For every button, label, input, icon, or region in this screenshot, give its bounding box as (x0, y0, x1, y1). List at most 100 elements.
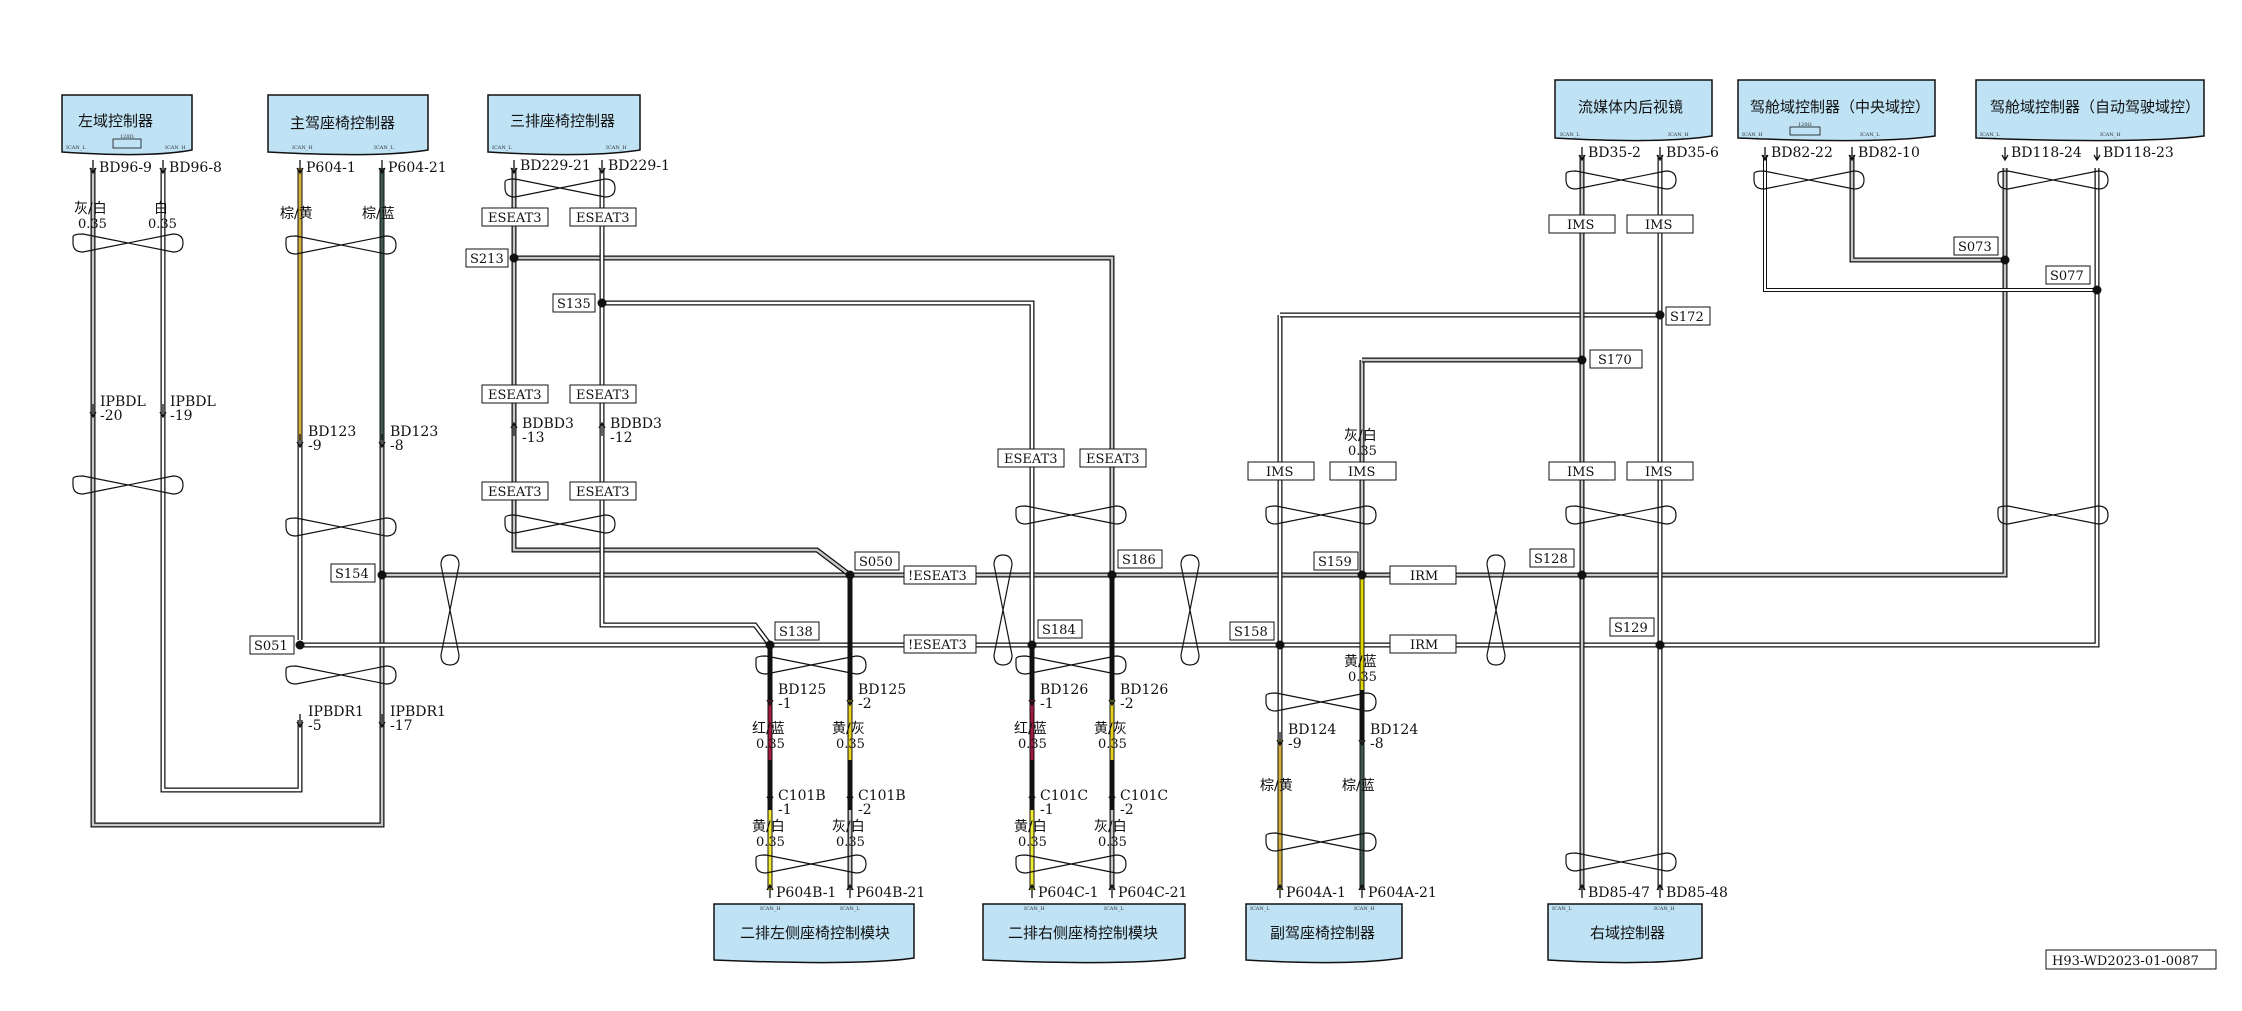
svg-text:0.35: 0.35 (1098, 835, 1127, 850)
svg-text:-8: -8 (1370, 736, 1384, 752)
svg-text:BD96-9: BD96-9 (99, 160, 152, 176)
svg-text:BD85-47: BD85-47 (1588, 885, 1650, 901)
ecu-third-row-seat: 三排座椅控制器 ICAN_L ICAN_H (487, 94, 641, 156)
svg-text:0.35: 0.35 (1348, 670, 1377, 685)
wire-labels: 灰/白 0.35 白 0.35 棕/黄 棕/蓝 红/蓝 0.35 黄/灰 0.3… (74, 201, 1377, 850)
svg-text:棕/蓝: 棕/蓝 (1342, 778, 1375, 794)
svg-text:IRM: IRM (1410, 569, 1438, 584)
svg-text:120Ω: 120Ω (120, 134, 134, 140)
svg-text:ESEAT3: ESEAT3 (1004, 452, 1058, 467)
svg-text:0.35: 0.35 (836, 737, 865, 752)
svg-text:IMS: IMS (1567, 218, 1594, 233)
svg-text:-12: -12 (610, 430, 633, 446)
ecu-row2-left-seat: 二排左侧座椅控制模块 ICAN_H ICAN_L (713, 903, 915, 964)
svg-text:BD82-22: BD82-22 (1771, 145, 1833, 161)
svg-text:IPBDR1: IPBDR1 (390, 704, 446, 720)
svg-text:0.35: 0.35 (836, 835, 865, 850)
svg-text:-20: -20 (100, 408, 123, 424)
svg-text:0.35: 0.35 (78, 217, 107, 232)
svg-text:-19: -19 (170, 408, 193, 424)
svg-text:ICAN_H: ICAN_H (2100, 132, 2121, 138)
svg-text:S129: S129 (1614, 621, 1648, 636)
ecu-label: 主驾座椅控制器 (290, 114, 395, 132)
svg-text:ICAN_H: ICAN_H (1654, 906, 1675, 912)
svg-text:S051: S051 (254, 639, 288, 654)
svg-text:ESEAT3: ESEAT3 (488, 485, 542, 500)
svg-text:黄/灰: 黄/灰 (832, 720, 865, 737)
svg-text:C101B: C101B (778, 788, 826, 804)
svg-text:0.35: 0.35 (756, 835, 785, 850)
twist-vertical-a (440, 554, 460, 666)
svg-text:BD124: BD124 (1288, 722, 1336, 738)
ecu-pins: BD96-9 BD96-8 P604-1 P604-21 BD229-21 BD… (89, 145, 2174, 901)
svg-text:0.35: 0.35 (1018, 737, 1047, 752)
ecu-label: 三排座椅控制器 (510, 112, 615, 130)
ecu-driver-seat: 主驾座椅控制器 ICAN_H ICAN_L (267, 94, 429, 156)
inline-connectors: IPBDL-20 IPBDL-19 BD123-9 BD123-8 BDBD3-… (89, 394, 1418, 818)
svg-text:黄/白: 黄/白 (1014, 818, 1047, 835)
svg-text:C101C: C101C (1120, 788, 1168, 804)
svg-text:IPBDL: IPBDL (100, 394, 146, 410)
svg-text:-1: -1 (1040, 802, 1054, 818)
twist-adas-lower (1997, 505, 2109, 525)
svg-text:IMS: IMS (1266, 465, 1293, 480)
svg-text:IPBDR1: IPBDR1 (308, 704, 364, 720)
ecu-label: 右域控制器 (1590, 924, 1665, 942)
svg-text:ESEAT3: ESEAT3 (488, 211, 542, 226)
svg-text:IMS: IMS (1348, 465, 1375, 480)
terminator-resistor-icon (1789, 126, 1821, 136)
ecu-cockpit-adas: 驾舱域控制器（自动驾驶域控） ICAN_L ICAN_H (1975, 79, 2205, 142)
ecu-label: 二排右侧座椅控制模块 (1008, 924, 1158, 942)
twist-third-row-lower (504, 514, 616, 534)
ecu-label: 二排左侧座椅控制模块 (740, 924, 890, 942)
splices: S213 S135 S154 S051 S050 S138 S186 S184 … (249, 236, 2102, 655)
terminator-resistor-icon (112, 138, 142, 149)
svg-text:-1: -1 (1040, 696, 1054, 712)
svg-text:-8: -8 (390, 438, 404, 454)
option-tags: ESEAT3 ESEAT3 ESEAT3 ESEAT3 ESEAT3 ESEAT… (481, 207, 1694, 654)
svg-text:ESEAT3: ESEAT3 (488, 388, 542, 403)
svg-text:BD35-2: BD35-2 (1588, 145, 1641, 161)
svg-text:BD126: BD126 (1040, 682, 1088, 698)
svg-text:ICAN_L: ICAN_L (1104, 906, 1124, 912)
twist-vertical-b (993, 554, 1013, 666)
ecu-label: 驾舱域控制器（中央域控） (1750, 98, 1930, 116)
svg-text:-13: -13 (522, 430, 545, 446)
svg-text:ICAN_L: ICAN_L (1552, 906, 1572, 912)
svg-text:BD126: BD126 (1120, 682, 1168, 698)
svg-text:BD35-6: BD35-6 (1666, 145, 1719, 161)
svg-text:-1: -1 (778, 696, 792, 712)
svg-text:BD124: BD124 (1370, 722, 1418, 738)
svg-text:ICAN_H: ICAN_H (165, 145, 186, 151)
ecu-right-domain: 右域控制器 ICAN_L ICAN_H (1547, 903, 1703, 964)
wire-bundle (90, 155, 2100, 890)
svg-text:0.35: 0.35 (148, 217, 177, 232)
svg-text:-2: -2 (1120, 802, 1134, 818)
svg-text:-2: -2 (858, 696, 872, 712)
svg-text:BD118-23: BD118-23 (2103, 145, 2174, 161)
svg-text:BD82-10: BD82-10 (1858, 145, 1920, 161)
svg-text:P604B-21: P604B-21 (856, 885, 925, 901)
svg-text:P604-1: P604-1 (306, 160, 356, 176)
svg-text:ESEAT3: ESEAT3 (576, 388, 630, 403)
svg-text:-2: -2 (858, 802, 872, 818)
svg-text:BD85-48: BD85-48 (1666, 885, 1728, 901)
svg-text:P604A-1: P604A-1 (1286, 885, 1346, 901)
svg-text:ICAN_H: ICAN_H (1742, 132, 1763, 138)
svg-text:棕/蓝: 棕/蓝 (362, 206, 395, 222)
svg-text:ICAN_L: ICAN_L (492, 145, 512, 151)
svg-text:C101B: C101B (858, 788, 906, 804)
twist-third-row-upper (504, 178, 616, 198)
ecu-label: 副驾座椅控制器 (1270, 924, 1375, 942)
svg-text:-5: -5 (308, 718, 322, 734)
svg-text:BD123: BD123 (390, 424, 438, 440)
svg-text:ESEAT3: ESEAT3 (576, 485, 630, 500)
drawing-number: H93-WD2023-01-0087 (2045, 949, 2217, 970)
svg-text:BD229-21: BD229-21 (520, 158, 591, 174)
svg-text:S213: S213 (470, 252, 504, 267)
svg-text:棕/黄: 棕/黄 (1260, 777, 1293, 794)
svg-text:P604C-21: P604C-21 (1118, 885, 1187, 901)
svg-text:ICAN_L: ICAN_L (374, 145, 394, 151)
svg-text:S135: S135 (557, 297, 591, 312)
